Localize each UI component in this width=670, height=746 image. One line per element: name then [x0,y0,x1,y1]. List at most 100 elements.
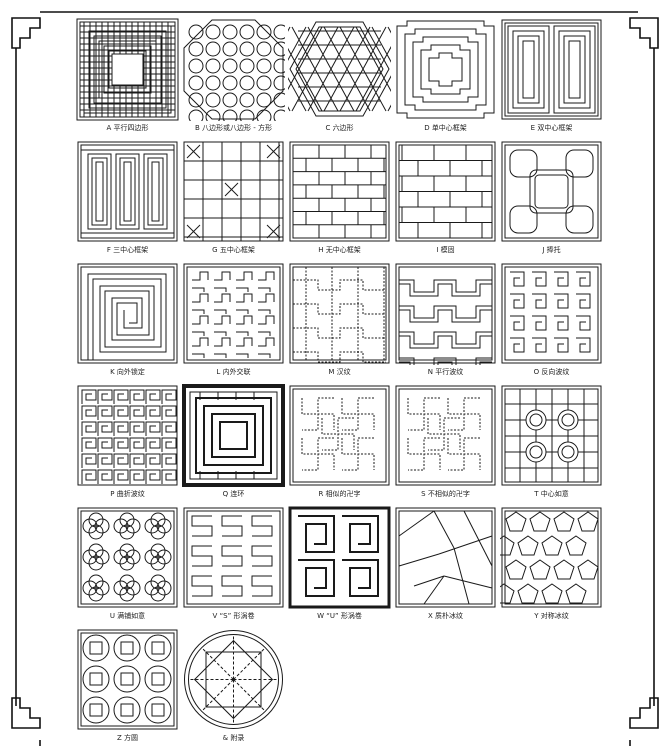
lattice-triple-center-illustration [76,140,179,243]
pattern-tile: S 不相似的卍字 [394,384,497,499]
pattern-name: 八边形或八边形 - 方形 [202,124,272,132]
pattern-tile: T 中心如意 [500,384,603,499]
pattern-letter: I [436,246,438,254]
lattice-meander-illustration [76,384,179,487]
pattern-caption: D 单中心框架 [394,124,497,133]
pattern-letter: M [328,368,334,376]
pattern-letter: A [106,124,111,132]
pattern-caption: P 曲折波纹 [76,490,179,499]
pattern-caption: J 捧托 [500,246,603,255]
pattern-letter: C [325,124,330,132]
pattern-letter: U [110,612,115,620]
pattern-tile: Z 方圆 [76,628,179,743]
pattern-name: 对称冰纹 [541,612,569,620]
pattern-letter: F [107,246,111,254]
pattern-letter: X [428,612,433,620]
pattern-tile: C 六边形 [288,18,391,133]
pattern-letter: O [534,368,540,376]
pattern-name: “U” 形涡卷 [326,612,362,620]
pattern-caption: T 中心如意 [500,490,603,499]
lattice-pentagon-illustration [500,506,603,609]
pattern-letter: H [318,246,323,254]
lattice-octagon-tiles-illustration [182,18,285,121]
pattern-letter: N [428,368,433,376]
pattern-letter: D [424,124,429,132]
lattice-wan-illustration [288,384,391,487]
pattern-name: 平行波纹 [435,368,463,376]
pattern-name: 平行四边形 [114,124,149,132]
pattern-letter: R [318,490,323,498]
pattern-caption: A 平行四边形 [76,124,179,133]
pattern-name: 方圆 [124,734,138,742]
pattern-caption: B 八边形或八边形 - 方形 [182,124,285,133]
pattern-name: 相似的卍字 [326,490,361,498]
pattern-name: 曲折波纹 [117,490,145,498]
pattern-name: 满铺如意 [117,612,145,620]
pattern-tile: I 模固 [394,140,497,255]
lattice-ruyi-full-illustration [76,506,179,609]
pattern-tile: J 捧托 [500,140,603,255]
pattern-name: 双中心框架 [537,124,572,132]
pattern-name: 连环 [230,490,244,498]
pattern-caption: H 无中心框架 [288,246,391,255]
pattern-name: 反向波纹 [541,368,569,376]
lattice-s-scroll-illustration [182,506,285,609]
pattern-letter: & [223,734,228,742]
pattern-letter: B [195,124,200,132]
lattice-parallel-wave-illustration [394,262,497,365]
pattern-name: 捧托 [547,246,561,254]
lattice-double-center-illustration [500,18,603,121]
pattern-letter: Z [117,734,122,742]
pattern-name: 附录 [230,734,244,742]
pattern-name: 内外交联 [223,368,251,376]
lattice-five-center-illustration [182,140,285,243]
pattern-caption: R 相似的卍字 [288,490,391,499]
pattern-letter: T [534,490,538,498]
pattern-caption: Q 连环 [182,490,285,499]
pattern-tile: X 质朴冰纹 [394,506,497,621]
pattern-caption: X 质朴冰纹 [394,612,497,621]
pattern-tile: K 向外锁定 [76,262,179,377]
pattern-letter: L [216,368,220,376]
pattern-tile: A 平行四边形 [76,18,179,133]
pattern-tile: E 双中心框架 [500,18,603,133]
pattern-caption: Z 方圆 [76,734,179,743]
pattern-tile: Y 对称冰纹 [500,506,603,621]
pattern-tile: U 满铺如意 [76,506,179,621]
pattern-letter: V [213,612,218,620]
lattice-u-scroll-illustration [288,506,391,609]
pattern-tile: W “U” 形涡卷 [288,506,391,621]
pattern-name: 中心如意 [541,490,569,498]
pattern-caption: M 汉纹 [288,368,391,377]
lattice-rounded-center-illustration [500,140,603,243]
pattern-tile: Q 连环 [182,384,285,499]
pattern-caption: W “U” 形涡卷 [288,612,391,621]
pattern-tile: B 八边形或八边形 - 方形 [182,18,285,133]
pattern-tile: V “S” 形涡卷 [182,506,285,621]
pattern-letter: E [531,124,535,132]
lattice-ice-illustration [394,506,497,609]
pattern-name: 六边形 [333,124,354,132]
pattern-caption: I 模固 [394,246,497,255]
pattern-tile: M 汉纹 [288,262,391,377]
pattern-letter: Q [223,490,229,498]
pattern-name: 向外锁定 [117,368,145,376]
pattern-caption: S 不相似的卍字 [394,490,497,499]
pattern-caption: C 六边形 [288,124,391,133]
pattern-caption: V “S” 形涡卷 [182,612,285,621]
lattice-ruyi-center-illustration [500,384,603,487]
pattern-name: 单中心框架 [432,124,467,132]
pattern-tile: H 无中心框架 [288,140,391,255]
lattice-brick-wide-illustration [394,140,497,243]
pattern-letter: Y [534,612,538,620]
pattern-tile: F 三中心框架 [76,140,179,255]
pattern-tile: N 平行波纹 [394,262,497,377]
lattice-interlock-illustration [182,262,285,365]
pattern-caption: K 向外锁定 [76,368,179,377]
pattern-name: 模固 [441,246,455,254]
pattern-tile: D 单中心框架 [394,18,497,133]
pattern-name: 五中心框架 [220,246,255,254]
pattern-caption: G 五中心框架 [182,246,285,255]
pattern-letter: G [212,246,217,254]
lattice-reverse-wave-illustration [500,262,603,365]
